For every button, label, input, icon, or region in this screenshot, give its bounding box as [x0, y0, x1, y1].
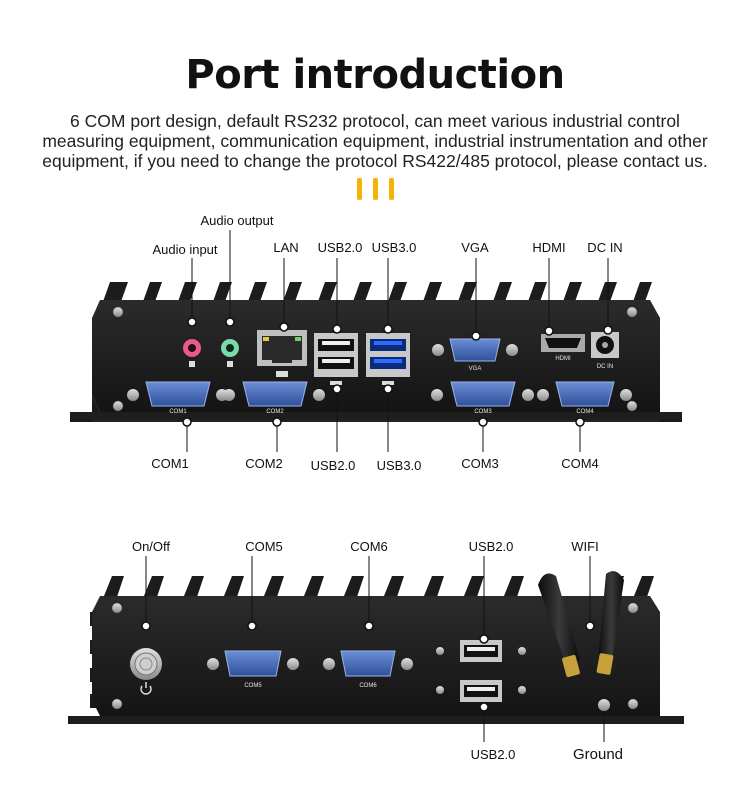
audio-output-jack — [221, 339, 239, 367]
top-device — [70, 230, 682, 452]
label-com2: COM2 — [245, 456, 283, 471]
description-line-3: equipment, if you need to change the pro… — [42, 151, 708, 171]
com6-port — [323, 650, 413, 677]
silk-dc-in: DC IN — [597, 364, 613, 370]
label-usb30-top: USB3.0 — [371, 240, 417, 255]
silk-com2: COM2 — [266, 409, 284, 415]
label-com3: COM3 — [461, 456, 499, 471]
bottom-device — [68, 556, 684, 742]
label-audio-output: Audio output — [200, 213, 274, 228]
divider-bar — [373, 178, 378, 200]
power-button — [130, 648, 162, 695]
ground-screw — [598, 699, 610, 711]
com2-port — [223, 381, 325, 407]
vga-port — [432, 338, 518, 362]
label-ground: Ground — [572, 746, 624, 763]
label-usb30-below: USB3.0 — [376, 458, 422, 473]
description-line-1: 6 COM port design, default RS232 protoco… — [70, 111, 680, 131]
description-line-2: measuring equipment, communication equip… — [42, 131, 708, 151]
silk-com5: COM5 — [244, 683, 262, 689]
label-audio-input: Audio input — [152, 242, 218, 257]
silk-vga: VGA — [469, 366, 482, 372]
label-com1: COM1 — [151, 456, 189, 471]
label-vga: VGA — [461, 240, 489, 255]
divider-bar — [389, 178, 394, 200]
silk-com6: COM6 — [359, 683, 377, 689]
usb20-port-upper — [436, 640, 526, 662]
label-com5: COM5 — [245, 539, 283, 554]
wifi-antennas — [538, 571, 624, 678]
label-on-off: On/Off — [131, 539, 171, 554]
label-usb20-below: USB2.0 — [310, 458, 356, 473]
dc-in-port — [591, 332, 619, 358]
description: 6 COM port design, default RS232 protoco… — [20, 111, 730, 171]
usb30-port-stack — [366, 333, 410, 385]
silk-com3: COM3 — [474, 409, 492, 415]
com4-port — [537, 381, 632, 407]
silk-hdmi: HDMI — [555, 356, 571, 362]
label-com4: COM4 — [561, 456, 599, 471]
label-dc-in: DC IN — [587, 240, 623, 255]
silk-com4: COM4 — [576, 409, 594, 415]
divider-bar — [357, 178, 362, 200]
audio-input-jack — [183, 339, 201, 367]
label-lan: LAN — [273, 240, 299, 255]
lan-port — [257, 330, 307, 377]
com5-port — [207, 650, 299, 677]
usb20-port-stack — [314, 333, 358, 385]
usb20-port-lower — [436, 680, 526, 702]
silk-com1: COM1 — [169, 409, 187, 415]
page-title: Port introduction — [185, 52, 565, 98]
com3-port — [431, 381, 534, 407]
label-com6: COM6 — [350, 539, 388, 554]
label-usb20-lower: USB2.0 — [470, 747, 516, 762]
hdmi-port — [541, 334, 585, 352]
label-usb20-top: USB2.0 — [317, 240, 363, 255]
label-wifi: WIFI — [571, 539, 599, 554]
label-usb20-upper: USB2.0 — [468, 539, 514, 554]
label-hdmi: HDMI — [532, 240, 566, 255]
